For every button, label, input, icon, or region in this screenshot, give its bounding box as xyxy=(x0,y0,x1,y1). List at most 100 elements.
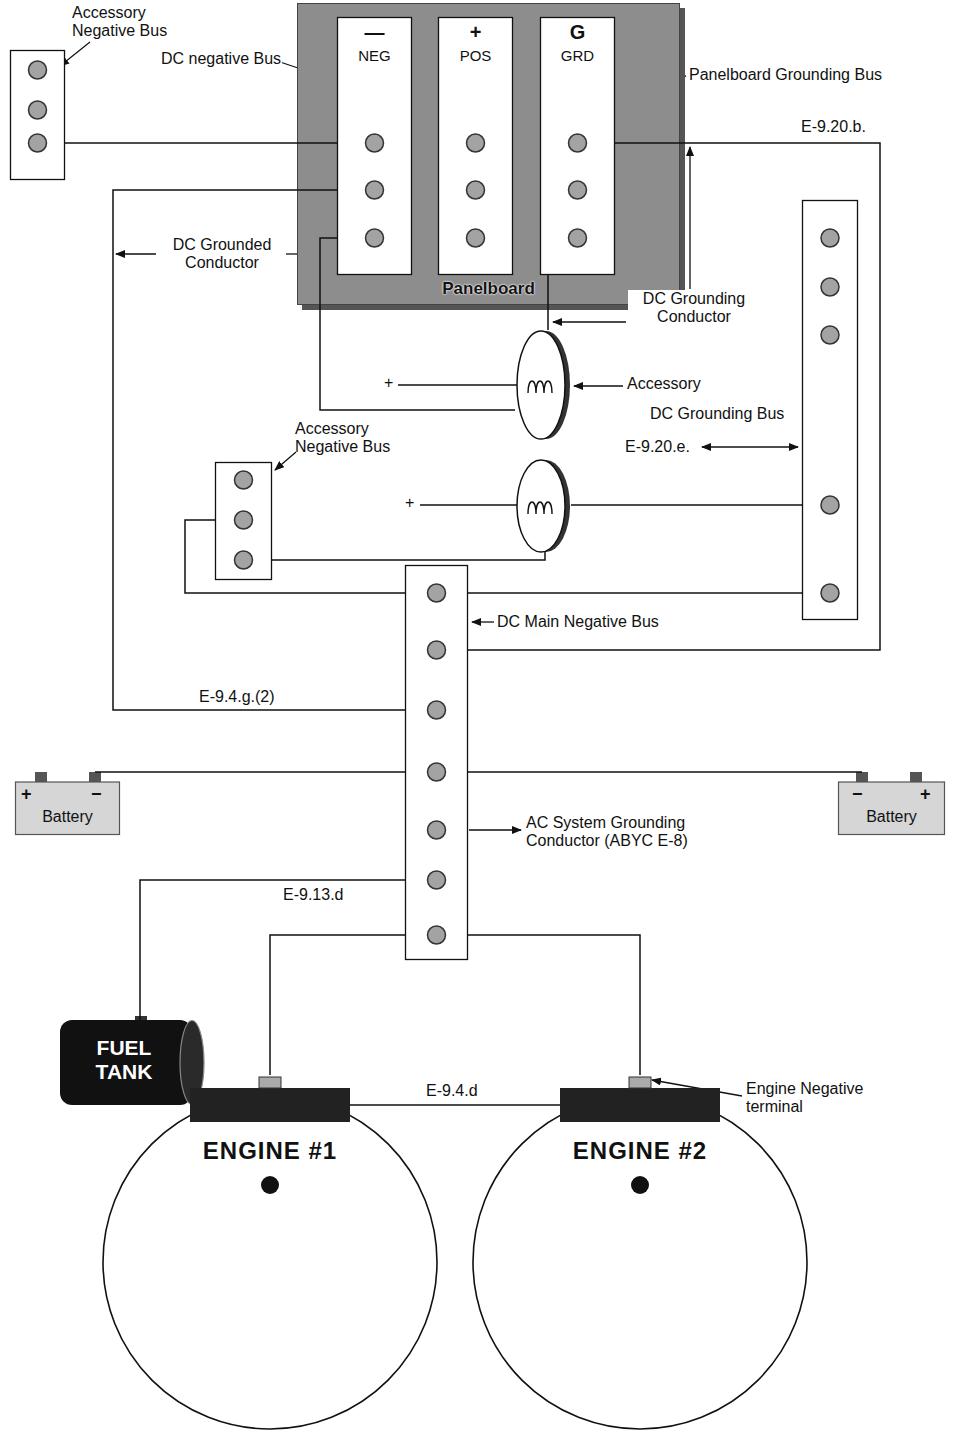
dc-main-negative-bus: DC Main Negative Bus xyxy=(405,565,468,960)
bus-terminal xyxy=(428,763,446,781)
bus-terminal xyxy=(821,229,839,247)
engine-shaft xyxy=(261,1176,279,1194)
battery-post xyxy=(910,772,922,782)
node-text: GRD xyxy=(540,47,615,64)
engine-block xyxy=(560,1088,720,1122)
accessory-shape xyxy=(515,330,570,440)
bus-terminal xyxy=(428,926,446,944)
callout-label: Engine Negative terminal xyxy=(745,1080,897,1117)
wire-connector xyxy=(468,935,640,1075)
bus-terminal xyxy=(366,134,384,152)
wire-connector xyxy=(468,771,862,773)
standard-reference: E-9.13.d xyxy=(282,886,344,904)
bus-bar xyxy=(216,463,272,580)
callout-label: AC System Grounding Conductor (ABYC E-8) xyxy=(525,814,727,851)
callout-label: + xyxy=(404,494,415,512)
dc-main-negative-bus-shape xyxy=(405,565,468,960)
battery-post xyxy=(89,772,101,782)
callout-label: Panelboard Grounding Bus xyxy=(688,66,883,84)
node-text: NEG xyxy=(337,47,412,64)
node-text: Accessory xyxy=(627,375,727,393)
grounding-wire xyxy=(571,504,802,506)
battery-post xyxy=(856,772,868,782)
node-text: − xyxy=(91,784,113,805)
bus-terminal xyxy=(467,229,485,247)
bus-terminal xyxy=(428,701,446,719)
coil-symbol xyxy=(528,381,552,393)
panelboard: Panelboard—NEG+POSGGRD xyxy=(297,3,680,305)
panelboard-body xyxy=(298,4,680,305)
engine-block xyxy=(190,1088,350,1122)
grounding-bus: G GRD xyxy=(540,17,615,275)
bus-terminal xyxy=(29,101,47,119)
bus-bar xyxy=(11,51,65,180)
accessory-symbol xyxy=(517,460,570,552)
wire-connector xyxy=(468,143,880,650)
leader-arrow xyxy=(116,253,156,254)
engine-shape xyxy=(95,1075,445,1432)
node-text: + xyxy=(438,21,513,44)
coil-symbol xyxy=(528,502,552,514)
standard-reference: E-9.20.b. xyxy=(800,118,867,136)
node-text: − xyxy=(852,784,874,805)
bus-terminal xyxy=(821,326,839,344)
accessory-negative-bus-shape xyxy=(215,462,272,580)
node-text: Battery xyxy=(15,808,120,826)
engine-negative-terminal xyxy=(629,1077,651,1088)
leader-arrow xyxy=(553,321,626,322)
engine-negative-terminal xyxy=(259,1077,281,1088)
node-text: + xyxy=(21,784,43,805)
node-text: Accessory Negative Bus xyxy=(72,4,184,41)
bus-terminal xyxy=(569,134,587,152)
node-text: G xyxy=(540,21,615,44)
bus-terminal xyxy=(29,134,47,152)
fuel-tank-body xyxy=(60,1020,192,1105)
accessory-negative-bus-shape xyxy=(10,50,65,180)
engine-shape xyxy=(465,1075,815,1432)
bus-terminal xyxy=(428,821,446,839)
accessory-body xyxy=(517,331,565,439)
bus-bar xyxy=(541,18,615,275)
bus-terminal xyxy=(235,511,253,529)
positive-bus: + POS xyxy=(438,17,513,275)
leader-arrow xyxy=(472,621,494,622)
node-text: ENGINE #1 xyxy=(95,1137,445,1165)
battery: + − Battery xyxy=(15,772,120,835)
negative-wire xyxy=(272,551,545,560)
bus-terminal xyxy=(29,61,47,79)
bus-terminal xyxy=(366,229,384,247)
battery-post xyxy=(35,772,47,782)
bus-terminal xyxy=(467,134,485,152)
wire-connector xyxy=(140,880,405,1020)
node-text: Battery xyxy=(838,808,945,826)
bus-terminal xyxy=(821,278,839,296)
battery-case xyxy=(839,782,945,835)
positive-wire xyxy=(420,504,517,506)
bus-terminal xyxy=(428,641,446,659)
wire-connector xyxy=(270,935,405,1075)
accessory-body xyxy=(517,460,565,552)
callout-label: DC Grounding Conductor xyxy=(628,290,760,327)
leader-arrow xyxy=(702,446,798,447)
standard-reference: E-9.4.g.(2) xyxy=(198,688,276,706)
bus-terminal xyxy=(235,471,253,489)
bus-terminal xyxy=(428,871,446,889)
bus-terminal xyxy=(821,496,839,514)
engine-shaft xyxy=(631,1176,649,1194)
node-text: ENGINE #2 xyxy=(465,1137,815,1165)
node-text: DC Grounding Bus xyxy=(650,405,800,423)
bus-terminal xyxy=(569,229,587,247)
wire-connector xyxy=(95,771,405,773)
node-text: POS xyxy=(438,47,513,64)
callout-label: E-9.20.e. xyxy=(624,438,691,456)
bus-terminal xyxy=(366,181,384,199)
bus-terminal xyxy=(467,181,485,199)
leader-arrow xyxy=(689,147,690,289)
node-text: DC Main Negative Bus xyxy=(497,613,687,631)
callout-label: DC Grounded Conductor xyxy=(158,236,286,273)
leader-arrow xyxy=(574,385,623,386)
fuel-tank: FUEL TANK xyxy=(60,1020,205,1105)
wire-connector xyxy=(113,190,405,710)
